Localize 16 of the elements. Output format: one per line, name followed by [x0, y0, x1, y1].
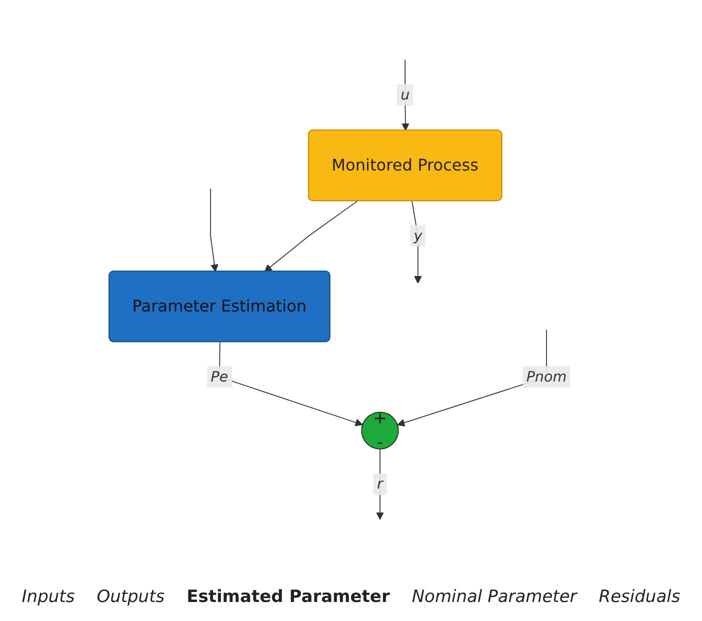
edge-label: Pe	[210, 368, 228, 385]
arrow	[210, 188, 218, 272]
edge-label: u	[400, 86, 410, 103]
node-circle: + -	[361, 412, 399, 450]
label-text: Outputs	[96, 587, 165, 607]
arrow	[412, 200, 422, 284]
arrow	[264, 200, 358, 272]
label-text: Inputs	[22, 587, 75, 607]
label-text: Nominal Parameter	[412, 587, 577, 607]
label-text: Estimated Parameter	[186, 587, 390, 607]
arrow	[402, 59, 410, 131]
label-text: Residuals	[598, 587, 680, 607]
arrow	[376, 448, 384, 520]
edge-label: Pnom	[526, 368, 567, 385]
edge-label: r	[377, 475, 383, 492]
edge-label: y	[414, 226, 422, 244]
